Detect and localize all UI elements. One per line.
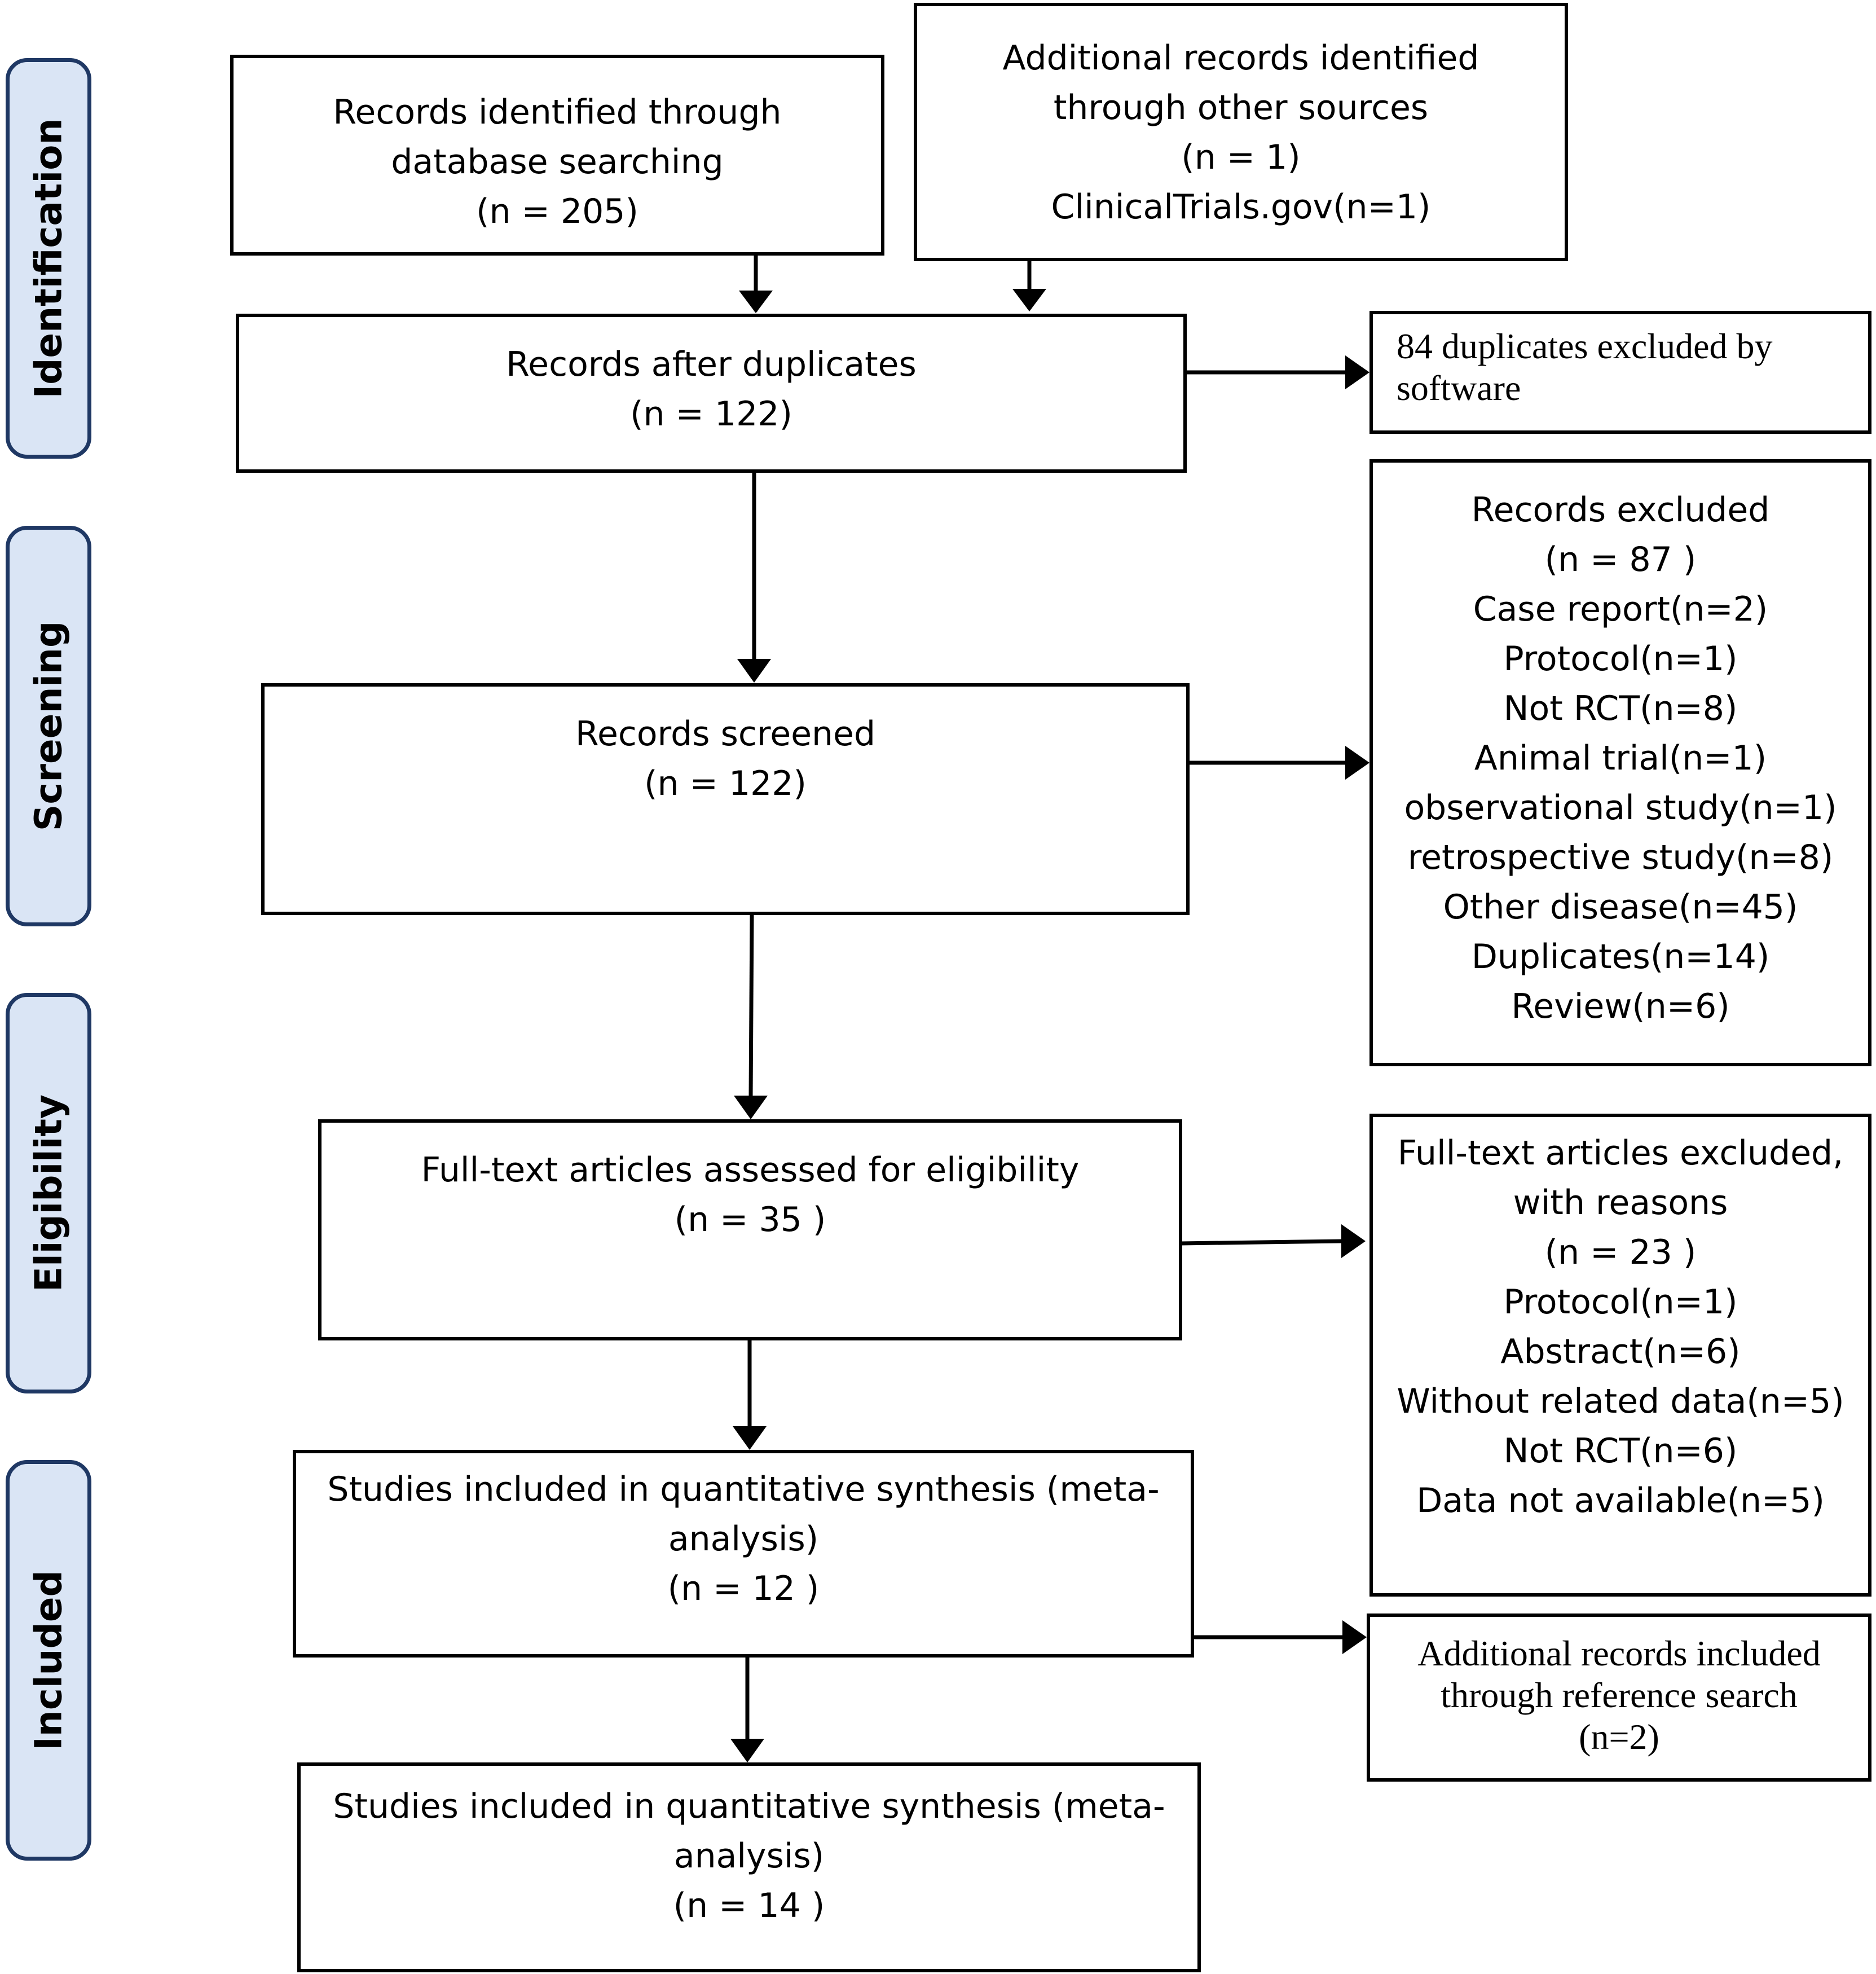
box-full-text-assessed: Full-text articles assessed for eligibil… (318, 1119, 1182, 1340)
records-excluded-count: (n = 87 ) (1544, 540, 1697, 579)
arrow-screened-to-fulltext (748, 913, 754, 1097)
included-14-count: (n = 14 ) (673, 1886, 825, 1925)
arrow-records-excluded-head (1345, 746, 1369, 780)
duplicates-excluded-line-1: 84 duplicates excluded by (1397, 326, 1773, 366)
database-line-1: Records identified through (333, 93, 782, 132)
excluded-reason-review: Review(n=6) (1511, 987, 1730, 1026)
ft-reason-protocol: Protocol(n=1) (1503, 1282, 1738, 1322)
arrow-other-head (1012, 289, 1046, 311)
records-screened-count: (n = 122) (644, 764, 807, 803)
box-duplicates-excluded: 84 duplicates excluded by software (1369, 311, 1871, 434)
included-14-line-1: Studies included in quantitative synthes… (333, 1787, 1165, 1826)
excluded-reason-animal-trial: Animal trial(n=1) (1474, 738, 1767, 778)
phase-eligibility: Eligibility (6, 993, 91, 1393)
records-excluded-title: Records excluded (1471, 490, 1770, 530)
arrow-duplicates-excluded-head (1345, 355, 1369, 389)
box-database-searching: Records identified through database sear… (230, 55, 884, 256)
included-12-line-2: analysis) (668, 1519, 819, 1559)
ft-reason-without-related-data: Without related data(n=5) (1397, 1382, 1844, 1421)
arrow-database-head (739, 291, 773, 313)
ft-reason-not-rct: Not RCT(n=6) (1503, 1431, 1738, 1471)
excluded-reason-other-disease: Other disease(n=45) (1443, 887, 1798, 927)
excluded-reason-not-rct: Not RCT(n=8) (1503, 689, 1738, 728)
arrow-reference-search-head (1342, 1620, 1367, 1654)
arrow-included-head (733, 1426, 767, 1450)
database-count: (n = 205) (476, 192, 638, 231)
reference-search-line-2: through reference search (1441, 1675, 1798, 1715)
box-after-duplicates: Records after duplicates (n = 122) (236, 314, 1187, 473)
arrow-to-fulltext-excluded (1179, 1239, 1343, 1246)
full-text-excluded-subtitle: with reasons (1513, 1183, 1728, 1223)
duplicates-excluded-line-2: software (1397, 368, 1521, 408)
phase-included: Included (6, 1460, 91, 1861)
database-line-2: database searching (391, 142, 724, 182)
other-sources-line-4: ClinicalTrials.gov(n=1) (1051, 187, 1431, 227)
arrow-final-head (730, 1739, 764, 1762)
full-text-assessed-count: (n = 35 ) (674, 1200, 826, 1239)
after-duplicates-label: Records after duplicates (506, 345, 917, 384)
arrow-screened-head (737, 659, 771, 683)
other-sources-count: (n = 1) (1181, 138, 1301, 177)
excluded-reason-duplicates: Duplicates(n=14) (1471, 937, 1770, 977)
other-sources-line-2: through other sources (1053, 88, 1429, 128)
arrow-fulltext-head (734, 1096, 768, 1119)
excluded-reason-protocol: Protocol(n=1) (1503, 639, 1738, 679)
arrow-fulltext-excluded-head (1341, 1224, 1366, 1258)
box-other-sources: Additional records identified through ot… (914, 3, 1568, 261)
ft-reason-abstract: Abstract(n=6) (1500, 1332, 1741, 1371)
box-records-excluded: Records excluded (n = 87 ) Case report(n… (1369, 459, 1871, 1066)
box-reference-search: Additional records included through refe… (1367, 1614, 1871, 1782)
excluded-reason-observational: observational study(n=1) (1404, 788, 1837, 828)
full-text-excluded-count: (n = 23 ) (1544, 1233, 1697, 1272)
box-studies-included-14: Studies included in quantitative synthes… (297, 1762, 1201, 1972)
records-screened-label: Records screened (575, 714, 876, 754)
reference-search-line-1: Additional records included (1417, 1633, 1821, 1673)
full-text-excluded-title: Full-text articles excluded, (1397, 1133, 1844, 1173)
ft-reason-data-not-available: Data not available(n=5) (1416, 1481, 1825, 1520)
excluded-reason-retrospective: retrospective study(n=8) (1407, 838, 1834, 877)
box-full-text-excluded: Full-text articles excluded, with reason… (1369, 1114, 1871, 1597)
excluded-reason-case-report: Case report(n=2) (1473, 590, 1768, 629)
other-sources-line-1: Additional records identified (1002, 38, 1479, 78)
included-14-line-2: analysis) (673, 1836, 825, 1876)
after-duplicates-count: (n = 122) (630, 394, 792, 434)
phase-identification: Identification (6, 58, 91, 459)
full-text-assessed-label: Full-text articles assessed for eligibil… (421, 1150, 1080, 1190)
phase-screening: Screening (6, 526, 91, 926)
reference-search-count: (n=2) (1579, 1717, 1659, 1757)
box-studies-included-12: Studies included in quantitative synthes… (293, 1450, 1194, 1658)
included-12-line-1: Studies included in quantitative synthes… (327, 1470, 1160, 1509)
box-records-screened: Records screened (n = 122) (261, 683, 1190, 915)
included-12-count: (n = 12 ) (667, 1569, 820, 1608)
